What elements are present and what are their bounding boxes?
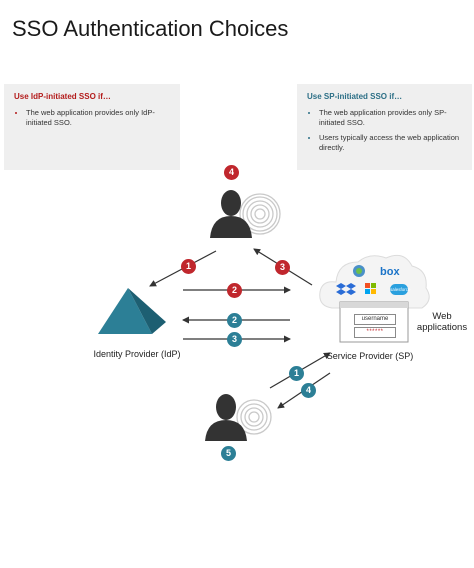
username-field: username [354,314,396,325]
step-badge-2-teal: 2 [227,313,242,328]
web-apps-cloud-icon [319,254,430,309]
idp-panel-heading: Use IdP-initiated SSO if… [14,92,111,101]
password-field: ****** [354,327,396,338]
step-badge-3-red: 3 [275,260,290,275]
fingerprint-icon [236,399,272,435]
idp-bullet: The web application provides only IdP-in… [26,108,170,127]
web-applications-label: Web applications [416,311,468,333]
user-icon [205,394,247,441]
salesforce-logo: salesforce [390,284,411,295]
step-badge-1-teal: 1 [289,366,304,381]
step-badge-1-red: 1 [181,259,196,274]
sp-panel-heading: Use SP-initiated SSO if… [307,92,403,101]
user-icon [210,190,252,238]
sp-panel-list: The web application provides only SP-ini… [307,108,462,152]
identity-provider-pyramid-icon [98,288,166,334]
box-logo: box [380,266,400,278]
page-title: SSO Authentication Choices [12,16,289,41]
step-badge-4-red: 4 [224,165,239,180]
step-badge-3-teal: 3 [227,332,242,347]
service-provider-label: Service Provider (SP) [326,351,414,361]
sp-initiated-panel: Use SP-initiated SSO if… The web applica… [297,84,472,170]
idp-panel-list: The web application provides only IdP-in… [14,108,170,127]
identity-provider-label: Identity Provider (IdP) [93,349,181,359]
app-logos [336,265,376,295]
step-badge-2-red: 2 [227,283,242,298]
sp-bullet: The web application provides only SP-ini… [319,108,462,127]
idp-initiated-panel: Use IdP-initiated SSO if… The web applic… [4,84,180,170]
sp-bullet: Users typically access the web applicati… [319,133,462,152]
fingerprint-icon [239,193,281,235]
step-badge-5-teal: 5 [221,446,236,461]
step-badge-4-teal: 4 [301,383,316,398]
